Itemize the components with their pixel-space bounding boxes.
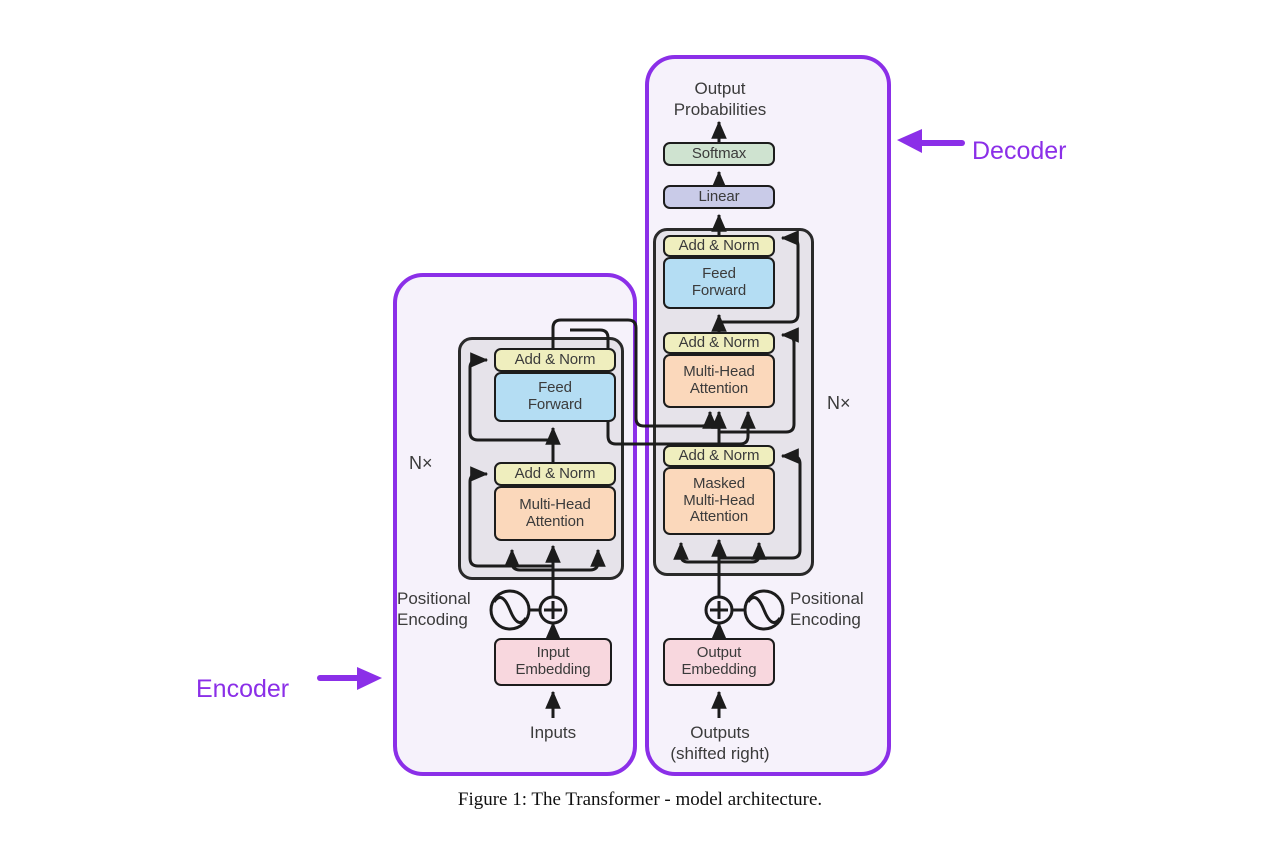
inputs-label: Inputs [529, 723, 577, 742]
softmax-block[interactable]: Softmax [663, 142, 775, 166]
linear-block[interactable]: Linear [663, 185, 775, 209]
encoder-add-norm-2[interactable]: Add & Norm [494, 348, 616, 372]
decoder-feed-forward[interactable]: Feed Forward [663, 257, 775, 309]
decoder-add-norm-3[interactable]: Add & Norm [663, 235, 775, 257]
output-embedding-block[interactable]: Output Embedding [663, 638, 775, 686]
encoder-feed-forward[interactable]: Feed Forward [494, 372, 616, 422]
decoder-masked-multi-head-attention[interactable]: Masked Multi-Head Attention [663, 467, 775, 535]
decoder-add-norm-2[interactable]: Add & Norm [663, 332, 775, 354]
decoder-annotation-arrow [897, 129, 962, 153]
decoder-positional-encoding-label: Positional Encoding [790, 589, 864, 630]
outputs-shifted-right-label: Outputs (shifted right) [670, 723, 770, 764]
decoder-add-norm-1[interactable]: Add & Norm [663, 445, 775, 467]
decoder-multi-head-attention[interactable]: Multi-Head Attention [663, 354, 775, 408]
input-embedding-block[interactable]: Input Embedding [494, 638, 612, 686]
encoder-annotation-arrow [320, 667, 382, 690]
encoder-positional-encoding-label: Positional Encoding [397, 589, 471, 630]
encoder-add-norm-1[interactable]: Add & Norm [494, 462, 616, 486]
figure-caption: Figure 1: The Transformer - model archit… [457, 789, 823, 810]
encoder-multi-head-attention[interactable]: Multi-Head Attention [494, 486, 616, 541]
decoder-annotation-label: Decoder [972, 137, 1067, 165]
output-probabilities-label: Output Probabilities [673, 79, 767, 120]
encoder-repeat-label: N× [409, 453, 433, 473]
decoder-repeat-label: N× [827, 393, 851, 413]
encoder-annotation-label: Encoder [196, 675, 290, 703]
